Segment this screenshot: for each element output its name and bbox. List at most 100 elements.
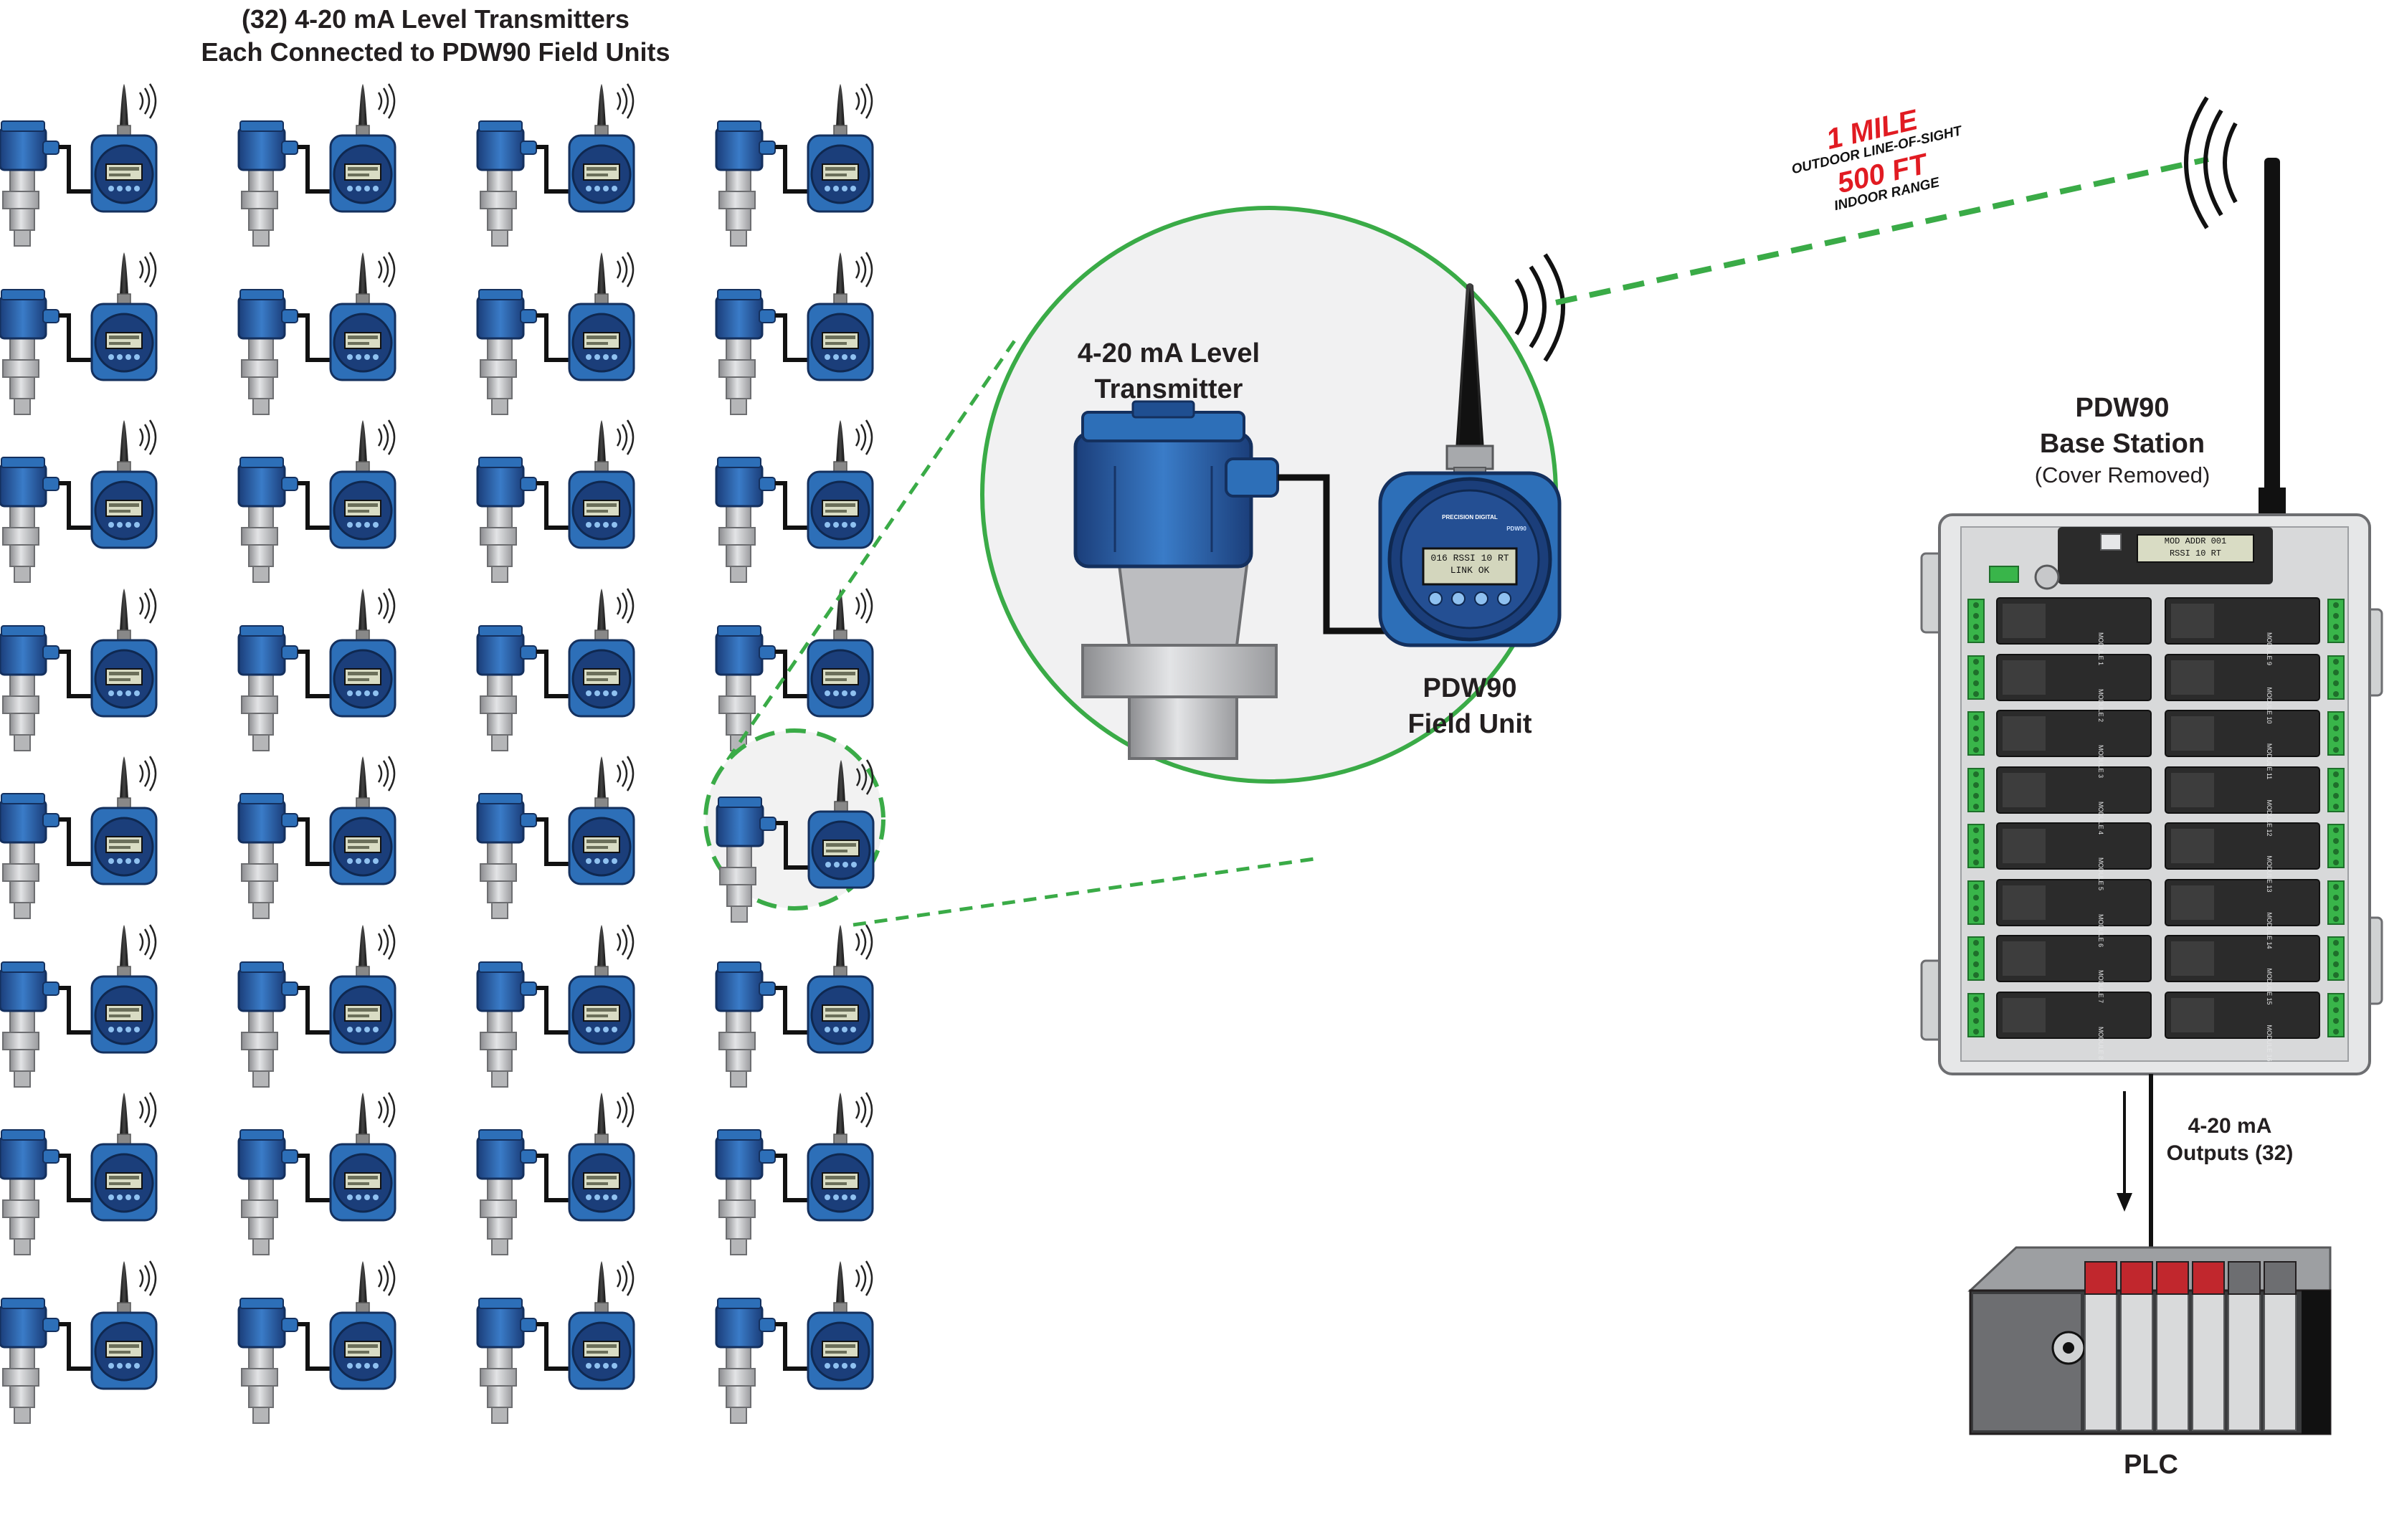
field-assembly — [0, 420, 156, 582]
base-module — [1967, 822, 2152, 870]
field-assembly — [478, 756, 634, 918]
module-label: MODULE 16 — [2266, 1025, 2273, 1062]
field-assembly — [478, 589, 634, 751]
field-assembly — [716, 420, 873, 582]
field-assembly — [0, 252, 156, 414]
base-module — [2165, 766, 2345, 814]
field-assembly — [239, 84, 395, 246]
field-assembly — [239, 1093, 395, 1255]
base-module — [2165, 654, 2345, 701]
base-station-note: (Cover Removed) — [2034, 462, 2210, 488]
base-module — [1967, 879, 2152, 926]
module-label: MODULE 3 — [2097, 744, 2104, 778]
field-assembly — [239, 420, 395, 582]
plc-slot — [2192, 1261, 2225, 1431]
field-assembly — [716, 1261, 873, 1423]
field-assembly — [478, 1093, 634, 1255]
base-module — [2165, 935, 2345, 982]
field-assembly — [0, 1093, 156, 1255]
module-label: MODULE 10 — [2266, 687, 2273, 724]
wireless-link — [1555, 156, 2209, 305]
field-assembly — [0, 84, 156, 246]
base-module — [2165, 597, 2345, 645]
base-station-display: MOD ADDR 001 RSSI 10 RT — [2137, 534, 2254, 563]
base-station-modules — [1967, 533, 2345, 1039]
power-terminals — [1989, 533, 2122, 590]
base-module — [2165, 879, 2345, 926]
module-label: MODULE 8 — [2097, 1026, 2104, 1060]
field-assembly — [716, 1093, 873, 1255]
base-module — [2165, 822, 2345, 870]
module-label: MODULE 12 — [2266, 799, 2273, 837]
base-module — [2165, 710, 2345, 757]
module-label: MODULE 6 — [2097, 913, 2104, 947]
transmitter-label-line-2: Transmitter — [1094, 374, 1243, 404]
base-station-label: PDW90 Base Station (Cover Removed) — [1993, 390, 2251, 489]
base-module — [1967, 597, 2152, 645]
plc-slot — [2084, 1261, 2117, 1431]
field-assembly — [239, 756, 395, 918]
zoom-cable — [1278, 474, 1387, 634]
device-brand: PRECISION DIGITAL — [1442, 514, 1498, 521]
field-unit-label: PDW90 Field Unit — [1348, 670, 1592, 742]
base-module — [1967, 992, 2152, 1039]
base-station-title-2: Base Station — [2039, 429, 2205, 459]
device-screen-line-2: LINK OK — [1450, 565, 1490, 576]
field-assembly — [0, 589, 156, 751]
display-line-2: RSSI 10 RT — [2169, 548, 2221, 559]
field-assembly — [716, 589, 873, 751]
module-label: MODULE 9 — [2266, 632, 2273, 665]
base-module — [1967, 935, 2152, 982]
base-module — [1967, 654, 2152, 701]
module-label: MODULE 7 — [2097, 969, 2104, 1003]
field-assembly — [478, 1261, 634, 1423]
output-wire — [2117, 1074, 2153, 1247]
field-unit-label-line-2: Field Unit — [1407, 709, 1532, 739]
field-assembly — [0, 756, 156, 918]
title-line-1: (32) 4-20 mA Level Transmitters — [242, 4, 630, 34]
module-label: MODULE 4 — [2097, 801, 2104, 835]
plc-slot — [2264, 1261, 2297, 1431]
field-assembly — [0, 925, 156, 1087]
module-label: MODULE 13 — [2266, 855, 2273, 893]
field-assembly — [239, 252, 395, 414]
plc-label: PLC — [2124, 1450, 2178, 1480]
zoom-transmitter — [1073, 400, 1279, 760]
plc-slot — [2228, 1261, 2261, 1431]
outputs-label: 4-20 mA Outputs (32) — [2137, 1113, 2323, 1167]
field-assembly — [0, 1261, 156, 1423]
outputs-line-1: 4-20 mA — [2188, 1114, 2272, 1138]
field-assembly — [478, 84, 634, 246]
transmitter-label: 4-20 mA Level Transmitter — [1025, 336, 1312, 407]
field-assembly — [478, 420, 634, 582]
base-module — [1967, 766, 2152, 814]
field-assembly — [716, 84, 873, 246]
module-label: MODULE 1 — [2097, 632, 2104, 665]
field-assembly — [239, 589, 395, 751]
display-line-1: MOD ADDR 001 — [2164, 536, 2227, 546]
device-screen: 016 RSSI 10 RT LINK OK — [1423, 552, 1516, 576]
field-assembly — [239, 925, 395, 1087]
field-assembly — [239, 1261, 395, 1423]
field-unit-label-line-1: PDW90 — [1423, 673, 1517, 703]
field-assembly — [478, 252, 634, 414]
field-assembly — [716, 252, 873, 414]
module-label: MODULE 5 — [2097, 857, 2104, 890]
base-station-antenna — [2184, 96, 2286, 515]
base-module — [1967, 710, 2152, 757]
device-model: PDW90 — [1506, 526, 1526, 532]
transmitter-label-line-1: 4-20 mA Level — [1077, 338, 1260, 369]
plc-slot — [2156, 1261, 2189, 1431]
module-label: MODULE 2 — [2097, 688, 2104, 722]
field-assembly — [716, 925, 873, 1087]
page-title: (32) 4-20 mA Level Transmitters Each Con… — [0, 3, 871, 69]
field-assembly — [478, 925, 634, 1087]
base-module — [2165, 992, 2345, 1039]
plc-slots — [2084, 1261, 2297, 1431]
outputs-line-2: Outputs (32) — [2166, 1141, 2294, 1165]
zoom-field-unit — [1378, 253, 1565, 647]
base-station-title-1: PDW90 — [2075, 393, 2170, 423]
module-label: MODULE 15 — [2266, 968, 2273, 1005]
